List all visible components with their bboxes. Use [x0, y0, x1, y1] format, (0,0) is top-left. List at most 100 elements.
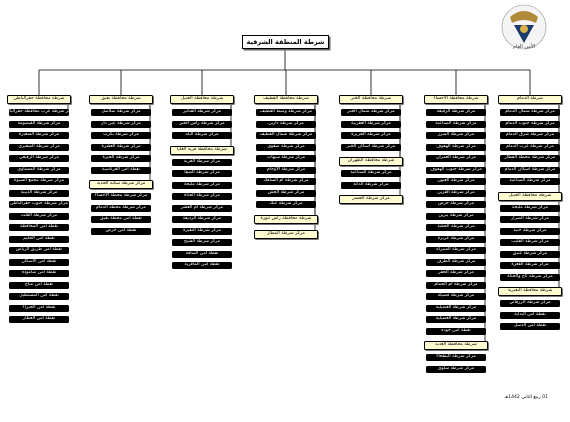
unit-item[interactable]: مركز شرطة العضيلية [426, 316, 486, 323]
unit-item[interactable]: مركز شرطة البلد [172, 132, 232, 139]
unit-item[interactable]: مركز شرطة عتيق [500, 250, 560, 258]
unit-item[interactable]: مركز شرطة الهفوف [426, 143, 486, 151]
column-head[interactable]: شرطة الدمام [498, 95, 562, 104]
unit-item[interactable]: مركز شرطة حنيذ [500, 227, 560, 235]
unit-item[interactable]: مركز شرطة حرض [426, 201, 486, 208]
column-head[interactable]: شرطة محافظة القطيف [254, 95, 318, 104]
column-head[interactable]: شرطة محافظة بقيق [89, 95, 153, 104]
unit-item[interactable]: مركز شرطة يبرين [426, 212, 486, 220]
unit-item[interactable]: مركز شرطة شرق الدمام [500, 132, 560, 139]
sub-head[interactable]: شرطة محافظة الظهران [339, 157, 403, 166]
unit-item[interactable]: مركز شرطة سلوى [426, 365, 486, 373]
unit-item[interactable]: مركز شرطة اسكان الخبر [341, 143, 401, 151]
unit-item[interactable]: مركز شرطة محطة الأحساء [91, 193, 151, 200]
unit-item[interactable]: نقطة أمن المحافظة [9, 224, 69, 231]
unit-item[interactable]: مركز شرطة الصفيري [9, 143, 69, 151]
unit-item[interactable]: مركز شرطة القرية [172, 158, 232, 166]
unit-item[interactable]: مركز شرطة أم الساهك [256, 178, 316, 185]
sub-head[interactable]: مركز شرطة سكنة الجديد [89, 180, 153, 189]
unit-item[interactable]: مركز شرطة المنيزلة [426, 247, 486, 254]
unit-item[interactable]: مركز شرطة العيون [426, 178, 486, 185]
unit-item[interactable]: مركز شرطة الصفا [172, 170, 232, 177]
column-head[interactable]: شرطة محافظة حفرالباطن [7, 95, 71, 104]
unit-item[interactable]: مركز شرطة الصناعية [341, 170, 401, 177]
unit-item[interactable]: مركز شرطة الحيرة [91, 155, 151, 162]
unit-item[interactable]: نقطة أمن الأسكان [9, 258, 69, 266]
unit-item[interactable]: مركز شرطة صلاصل [91, 109, 151, 116]
root-node[interactable]: شرطة المنطقة الشرقية [242, 35, 329, 49]
unit-item[interactable]: مركز شرطة النقيرة [172, 227, 232, 235]
unit-item[interactable]: مركز شرطة المبرز [426, 132, 486, 139]
unit-item[interactable]: مركز شرطة الرفيعي [9, 155, 69, 162]
unit-item[interactable]: نقطة أمن الصافة [172, 250, 232, 258]
unit-item[interactable]: مركز شرطة العقربية [341, 120, 401, 128]
unit-item[interactable]: مركز شرطة الزرقاني [500, 300, 560, 307]
unit-item[interactable]: نقطة أمن طريق الرياض [9, 247, 69, 254]
unit-item[interactable]: مركز شرطة العمران [426, 155, 486, 162]
unit-item[interactable]: مركز شرطة القلت [9, 212, 69, 220]
unit-item[interactable]: مركز شرطة دارين [256, 120, 316, 128]
unit-item[interactable]: مركز شرطة الحناة [172, 193, 232, 200]
unit-item[interactable]: مركز شرطة اسكان الدمام [500, 166, 560, 174]
unit-item[interactable]: نقطة أمن الماقرية [172, 262, 232, 269]
unit-item[interactable]: مركز شرطة وسط القطيف [256, 109, 316, 116]
unit-item[interactable]: مركز شرطة الصناعية [500, 178, 560, 185]
unit-item[interactable]: مركز شرطة مليجة [172, 181, 232, 189]
unit-item[interactable]: مركز شرطة غرب الدمام [500, 143, 560, 151]
unit-item[interactable]: نقطة أمن الحيراء [9, 304, 69, 312]
unit-item[interactable]: مركز شرطة محطة القطار [500, 155, 560, 162]
unit-item[interactable]: نقطة أمن الفرناسية [91, 166, 151, 174]
unit-item[interactable]: نقطة أمن محطة بقيق [91, 216, 151, 223]
unit-item[interactable]: نقطة أمن ساموده [9, 270, 69, 277]
unit-item[interactable]: مركز شرطة المسناوي [9, 166, 69, 174]
sub-head[interactable]: شرطة محافظة العديد [424, 341, 488, 350]
unit-item[interactable]: مركز شرطة الرقيقة [426, 109, 486, 116]
unit-item[interactable]: نقطة أمن الدسل [500, 323, 560, 330]
unit-item[interactable]: مركز شرطة محطة الدمام [91, 204, 151, 212]
sub-head[interactable]: مركز شرطة المطار [254, 229, 318, 239]
sub-head[interactable]: شرطة محافظة النعيرية [498, 287, 562, 296]
unit-item[interactable]: نقطة أمن مناخ [9, 281, 69, 289]
unit-item[interactable]: مركز شرطة أم الحمام [426, 281, 486, 289]
unit-item[interactable]: مركز شرطة صفوى [256, 143, 316, 151]
unit-item[interactable]: مركز شرطة السعيرة [9, 132, 69, 139]
unit-item[interactable]: مركز شرطة عين دار [91, 120, 151, 128]
unit-item[interactable]: مركز شرطة غرب محافظة حفرالباطن [9, 109, 69, 116]
unit-item[interactable]: مركز شرطة الصرار [500, 216, 560, 223]
unit-item[interactable]: مركز شرطة شمال الدمام [500, 109, 560, 116]
unit-item[interactable]: مركز شرطة الرديفة [172, 216, 232, 223]
unit-item[interactable]: مركز شرطة القرين [426, 189, 486, 197]
unit-item[interactable]: مركز شرطة جنوب الدمام [500, 120, 560, 128]
unit-item[interactable]: مركز شرطة مليجة [500, 204, 560, 212]
unit-item[interactable]: نقطة أمن المستطيل [9, 293, 69, 300]
sub-head[interactable]: مركز شرطة الجسر [339, 195, 403, 204]
unit-item[interactable]: مركز شرطة الفناتير [172, 109, 232, 116]
unit-item[interactable]: مركز شرطة العضيلية [426, 304, 486, 312]
unit-item[interactable]: مركز شرطة عريرة [426, 235, 486, 243]
column-head[interactable]: شرطة محافظة الجبيل [170, 95, 234, 104]
unit-item[interactable]: نقطة أمن البداية [500, 311, 560, 319]
unit-item[interactable]: مركز شرطة ثاج والحناة [500, 273, 560, 281]
unit-item[interactable]: مركز شرطة الدانة [341, 181, 401, 189]
unit-item[interactable]: مركز شرطة القيصومة [9, 120, 69, 128]
sub-head[interactable]: شرطة محافظة قرية العليا [170, 145, 234, 155]
unit-item[interactable]: مركز شرطة القليب [500, 239, 560, 246]
unit-item[interactable]: مركز شرطة عنك [256, 201, 316, 208]
unit-item[interactable]: مركز شرطة مجمع السيوة [9, 178, 69, 185]
unit-item[interactable]: مركز شرطة الصناعية [426, 120, 486, 128]
unit-item[interactable]: مركز شرطة سيهات [256, 155, 316, 162]
unit-item[interactable]: مركز شرطة الشيخ [172, 239, 232, 246]
unit-item[interactable]: مركز شرطة شمال الخبر [341, 109, 401, 116]
unit-item[interactable]: نقطة أمن الحليم [9, 235, 69, 243]
unit-item[interactable]: مركز شرطة بكرت [91, 132, 151, 139]
unit-item[interactable]: مركز شرطة فضيلة [426, 293, 486, 300]
unit-item[interactable]: مركز شرطة العشرة [91, 143, 151, 151]
column-head[interactable]: شرطة محافظة الأحساء [424, 95, 488, 104]
unit-item[interactable]: نقطة أمن العطار [9, 316, 69, 323]
unit-item[interactable]: مركز شرطة الذيبية [9, 189, 69, 197]
unit-item[interactable]: مركز شرطة أم العشر [172, 204, 232, 212]
sub-head[interactable]: شرطة محافظة رأس تنورة [254, 214, 318, 224]
unit-item[interactable]: مركز شرطة الجشة [426, 224, 486, 231]
unit-item[interactable]: مركز شرطة الجش [256, 189, 316, 197]
unit-item[interactable]: مركز شرطة الجفر [426, 270, 486, 277]
